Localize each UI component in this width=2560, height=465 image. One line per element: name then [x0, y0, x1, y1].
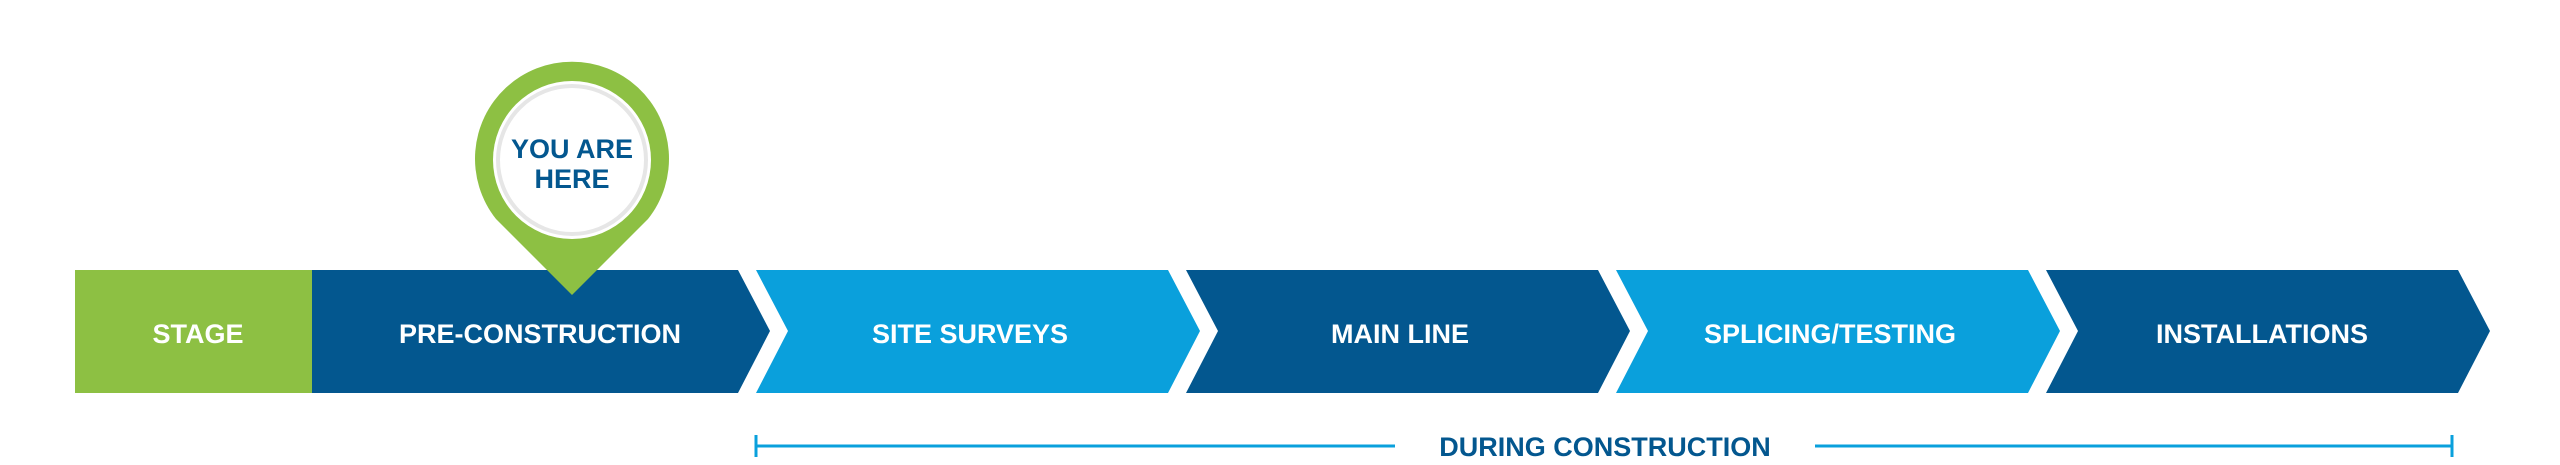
pin-label-line1: YOU ARE: [511, 134, 633, 164]
during-construction-bracket: DURING CONSTRUCTION: [754, 432, 2454, 462]
step-installations-label: INSTALLATIONS: [2156, 319, 2368, 349]
step-pre-construction: [312, 270, 770, 393]
step-main-line: [1186, 270, 1630, 393]
step-main-line-label: MAIN LINE: [1331, 319, 1469, 349]
you-are-here-pin: YOU ARE HERE: [475, 61, 670, 296]
step-site-surveys: [756, 270, 1200, 393]
stage-label: STAGE: [152, 319, 243, 349]
step-splicing-testing-label: SPLICING/TESTING: [1704, 319, 1956, 349]
stage-block: [75, 270, 312, 393]
step-splicing-testing: [1616, 270, 2060, 393]
pin-inner-ring: [493, 81, 651, 239]
pin-label-line2: HERE: [534, 164, 609, 194]
step-installations: [2046, 270, 2490, 393]
bracket-label: DURING CONSTRUCTION: [1439, 432, 1771, 462]
step-pre-construction-label: PRE-CONSTRUCTION: [399, 319, 681, 349]
step-site-surveys-label: SITE SURVEYS: [872, 319, 1068, 349]
pin-inner-shadow: [496, 84, 648, 236]
